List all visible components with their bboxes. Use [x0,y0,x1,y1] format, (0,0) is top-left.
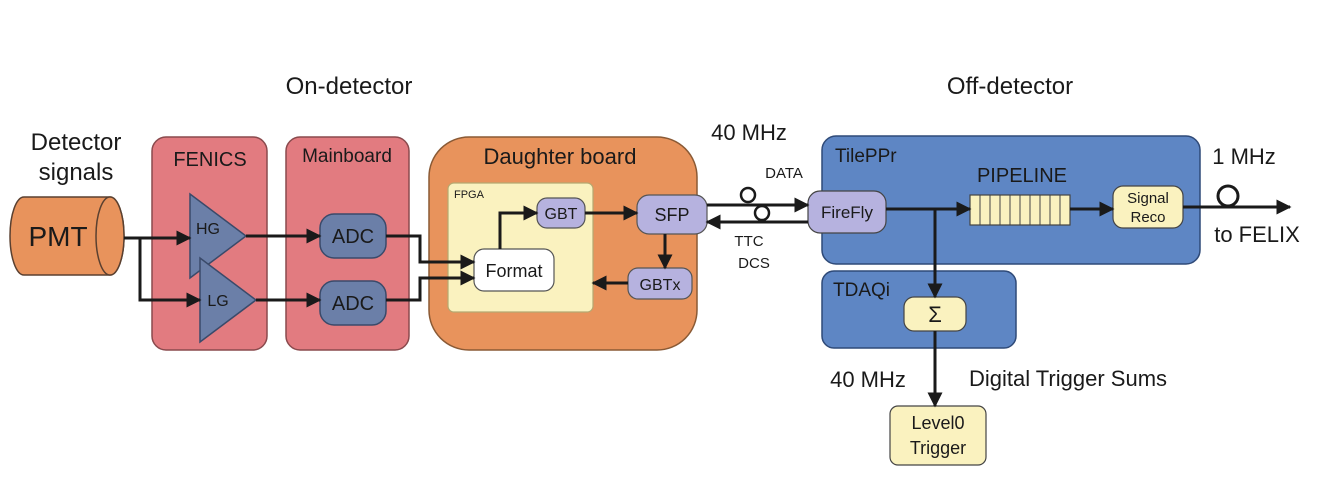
pmt-to-lg [138,238,202,308]
adc-2-label: ADC [332,293,374,315]
level0-label-2: Trigger [910,438,966,458]
signal-reco-label-2: Reco [1130,209,1165,226]
adc1-to-format [386,234,476,270]
format-to-gbt [498,205,539,249]
fiber-loop-icon [753,204,771,222]
format-label: Format [485,261,542,281]
tileppr-title: TilePPr [835,146,897,167]
signal-reco-label-1: Signal [1127,190,1169,207]
gbtx-label: GBTx [640,277,681,294]
output-rate-label: 1 MHz [1212,144,1276,169]
off-detector-header: Off-detector [947,73,1073,100]
format-block [473,248,555,292]
adc2-to-format [386,270,476,302]
digital-trigger-sums-label: Digital Trigger Sums [969,366,1167,391]
sfp-label: SFP [654,205,689,225]
sum-label: Σ [928,302,942,327]
on-detector-header: On-detector [286,73,413,100]
pipeline-register [969,194,1071,226]
dcs-label: DCS [738,255,770,272]
adc-1-label: ADC [332,226,374,248]
trigger-rate-label: 40 MHz [830,367,906,392]
detector-signals-label-1: Detector [31,129,122,156]
hg-label: HG [196,221,220,238]
link-rate-label: 40 MHz [711,120,787,145]
level0-label-1: Level0 [911,413,964,433]
fiber-loop-icon [1216,184,1240,208]
fiber-loop-icon [739,186,757,204]
connections [124,197,1292,408]
pmt-label: PMT [28,221,87,252]
mainboard-title: Mainboard [302,146,392,167]
detector-signals-label-2: signals [39,159,114,186]
daughter-board-title: Daughter board [484,144,637,169]
gbt-label: GBT [545,206,578,223]
fpga-label: FPGA [454,189,485,201]
lg-label: LG [207,293,228,310]
ttc-label: TTC [734,233,763,250]
firefly-label: FireFly [821,203,873,222]
data-label: DATA [765,165,803,182]
pipeline-label: PIPELINE [977,165,1067,187]
felix-label: to FELIX [1214,222,1300,247]
fenics-title: FENICS [173,149,246,171]
tdaqi-title: TDAQi [833,280,890,301]
pmt: PMT [9,196,125,276]
